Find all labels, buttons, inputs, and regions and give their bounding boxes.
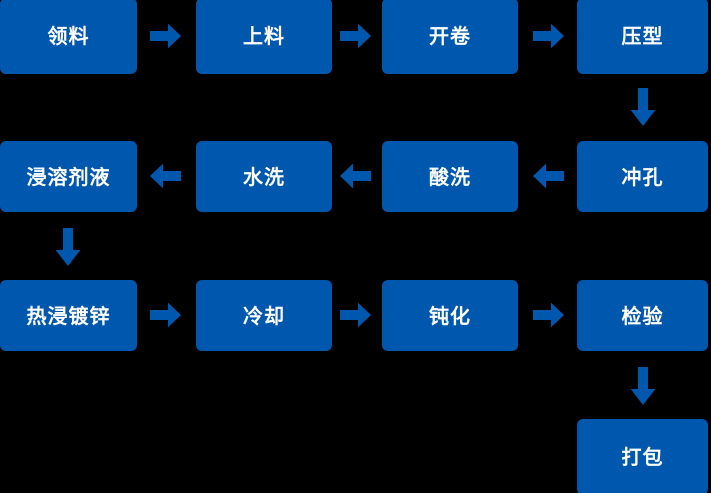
process-node-label: 打包 xyxy=(621,445,664,469)
process-node-n13[interactable]: 打包 xyxy=(577,419,708,493)
process-node-label: 酸洗 xyxy=(429,164,471,189)
process-node-label: 上料 xyxy=(243,24,285,48)
arrow-right-icon xyxy=(150,301,181,329)
arrow-right-icon xyxy=(533,301,564,329)
arrow-right-icon xyxy=(533,22,564,50)
process-node-label: 检验 xyxy=(621,303,664,328)
arrow-down-icon xyxy=(629,88,657,126)
arrow-right-icon xyxy=(340,22,371,50)
process-node-label: 压型 xyxy=(621,24,664,48)
arrow-right-icon xyxy=(150,22,181,50)
process-node-n6[interactable]: 水洗 xyxy=(196,141,332,212)
process-node-label: 水洗 xyxy=(243,164,285,189)
process-node-label: 热浸镀锌 xyxy=(26,303,111,328)
process-node-label: 领料 xyxy=(47,24,90,48)
arrow-right-icon xyxy=(340,301,371,329)
process-node-label: 开卷 xyxy=(429,24,471,48)
process-node-n11[interactable]: 钝化 xyxy=(382,280,518,351)
process-node-n5[interactable]: 浸溶剂液 xyxy=(0,141,137,212)
arrow-down-icon xyxy=(54,228,82,266)
process-node-n10[interactable]: 冷却 xyxy=(196,280,332,351)
process-node-n4[interactable]: 压型 xyxy=(577,0,708,74)
process-node-n2[interactable]: 上料 xyxy=(196,0,332,74)
process-node-label: 冲孔 xyxy=(621,164,664,189)
process-node-n12[interactable]: 检验 xyxy=(577,280,708,351)
arrow-left-icon xyxy=(150,162,181,190)
process-node-n3[interactable]: 开卷 xyxy=(382,0,518,74)
process-node-label: 浸溶剂液 xyxy=(26,164,111,189)
arrow-left-icon xyxy=(340,162,371,190)
process-node-n1[interactable]: 领料 xyxy=(0,0,137,74)
process-node-label: 钝化 xyxy=(429,303,471,328)
process-node-n9[interactable]: 热浸镀锌 xyxy=(0,280,137,351)
process-node-n8[interactable]: 冲孔 xyxy=(577,141,708,212)
arrow-left-icon xyxy=(533,162,564,190)
process-node-label: 冷却 xyxy=(243,303,285,328)
process-node-n7[interactable]: 酸洗 xyxy=(382,141,518,212)
arrow-down-icon xyxy=(629,367,657,405)
